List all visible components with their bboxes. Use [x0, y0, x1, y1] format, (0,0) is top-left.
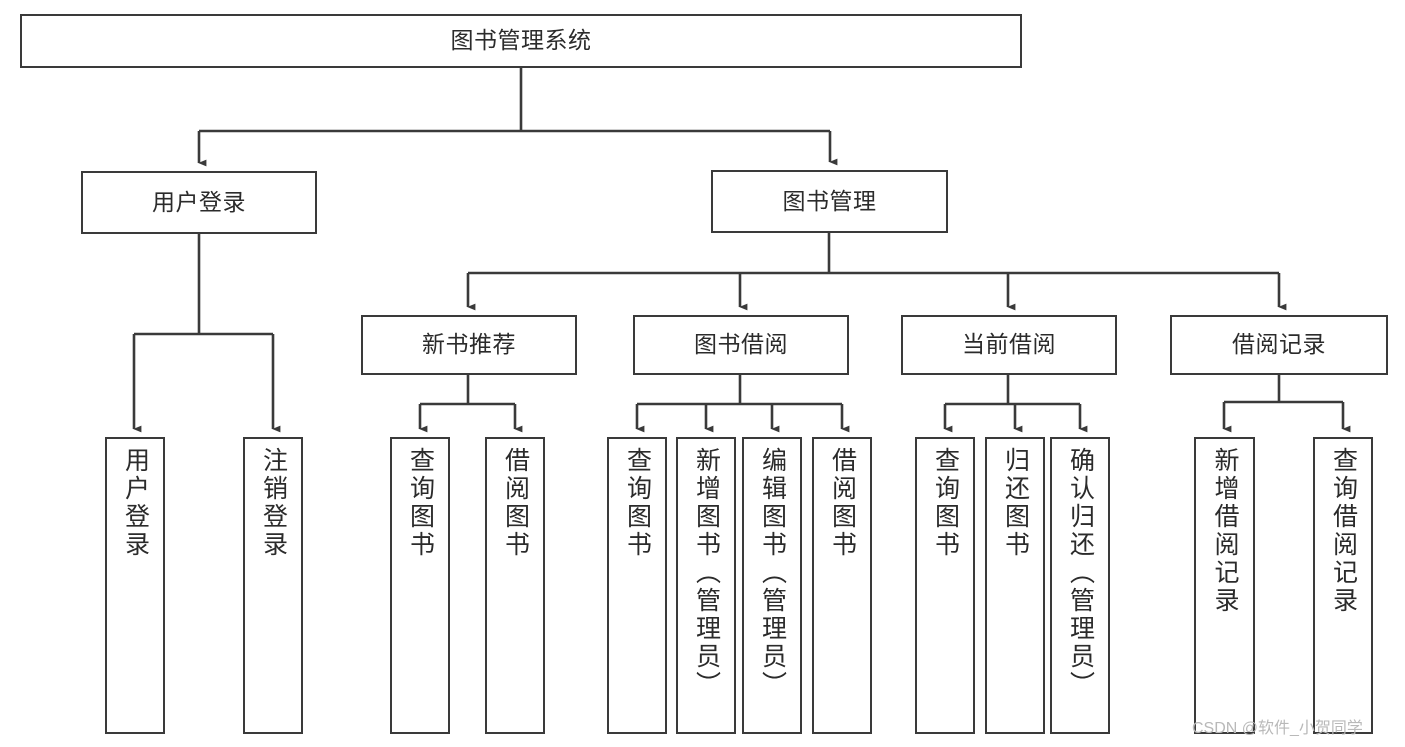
node-leaf-query-book-3-label: 查询图书 — [931, 447, 960, 559]
node-leaf-edit-book-label: 编辑图书（管理员） — [758, 447, 787, 699]
node-new-book-recommend[interactable]: 新书推荐 — [361, 315, 577, 375]
node-leaf-query-record[interactable]: 查询借阅记录 — [1313, 437, 1373, 734]
node-leaf-logout[interactable]: 注销登录 — [243, 437, 303, 734]
node-current-borrow-label: 当前借阅 — [962, 331, 1056, 358]
node-leaf-query-book-2[interactable]: 查询图书 — [607, 437, 667, 734]
node-leaf-borrow-book-2-label: 借阅图书 — [828, 447, 857, 559]
node-leaf-query-book-1-label: 查询图书 — [406, 447, 435, 559]
node-leaf-edit-book[interactable]: 编辑图书（管理员） — [742, 437, 802, 734]
node-current-borrow[interactable]: 当前借阅 — [901, 315, 1117, 375]
node-leaf-return-book-label: 归还图书 — [1001, 447, 1030, 559]
node-leaf-add-record-label: 新增借阅记录 — [1211, 447, 1239, 615]
node-leaf-add-record[interactable]: 新增借阅记录 — [1194, 437, 1255, 734]
node-leaf-query-record-label: 查询借阅记录 — [1329, 447, 1358, 615]
node-leaf-logout-label: 注销登录 — [259, 447, 288, 559]
node-new-book-recommend-label: 新书推荐 — [422, 331, 516, 358]
node-book-borrow-label: 图书借阅 — [694, 331, 788, 358]
node-leaf-confirm-return[interactable]: 确认归还（管理员） — [1050, 437, 1110, 734]
node-root[interactable]: 图书管理系统 — [20, 14, 1022, 68]
node-book-borrow[interactable]: 图书借阅 — [633, 315, 849, 375]
node-user-login-label: 用户登录 — [152, 188, 246, 215]
node-book-manage[interactable]: 图书管理 — [711, 170, 948, 233]
node-leaf-borrow-book-2[interactable]: 借阅图书 — [812, 437, 872, 734]
node-leaf-return-book[interactable]: 归还图书 — [985, 437, 1045, 734]
node-leaf-query-book-1[interactable]: 查询图书 — [390, 437, 450, 734]
node-leaf-add-book[interactable]: 新增图书（管理员） — [676, 437, 736, 734]
node-leaf-borrow-book-1-label: 借阅图书 — [501, 447, 530, 559]
node-user-login[interactable]: 用户登录 — [81, 171, 317, 234]
node-leaf-confirm-return-label: 确认归还（管理员） — [1066, 447, 1095, 699]
node-leaf-query-book-3[interactable]: 查询图书 — [915, 437, 975, 734]
node-leaf-borrow-book-1[interactable]: 借阅图书 — [485, 437, 545, 734]
watermark: CSDN @软件_小贺同学 — [1192, 720, 1363, 737]
node-borrow-record[interactable]: 借阅记录 — [1170, 315, 1388, 375]
node-leaf-user-login-label: 用户登录 — [121, 447, 150, 559]
node-root-label: 图书管理系统 — [450, 27, 592, 54]
node-book-manage-label: 图书管理 — [782, 187, 877, 214]
node-borrow-record-label: 借阅记录 — [1232, 331, 1326, 358]
node-leaf-user-login[interactable]: 用户登录 — [105, 437, 165, 734]
node-leaf-add-book-label: 新增图书（管理员） — [692, 447, 721, 699]
node-leaf-query-book-2-label: 查询图书 — [623, 447, 652, 559]
